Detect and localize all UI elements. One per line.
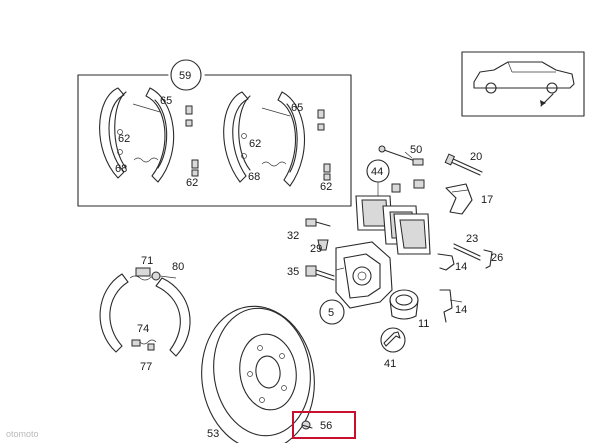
callout-68b: 68 [248, 171, 260, 183]
callout-29: 29 [310, 243, 322, 255]
callout-11: 11 [418, 318, 429, 330]
brake-disc [201, 305, 315, 443]
callout-62a: 62 [118, 133, 130, 145]
callout-circle-5 [319, 299, 345, 325]
callout-80: 80 [172, 261, 184, 273]
callout-71: 71 [141, 255, 153, 267]
callout-26: 26 [491, 252, 503, 264]
callout-65b: 65 [291, 102, 303, 114]
vehicle-locator-inset [461, 51, 585, 117]
callout-23: 23 [466, 233, 478, 245]
callout-56: 56 [320, 420, 332, 432]
guide-pin [444, 153, 483, 176]
callout-32: 32 [287, 230, 299, 242]
brake-caliper [319, 241, 393, 325]
highlight-box-part-56 [292, 411, 356, 439]
caliper-piston [389, 289, 419, 320]
parking-brake-shoes [99, 267, 191, 357]
brake-shoe-pair-left [99, 87, 199, 183]
callout-20: 20 [470, 151, 482, 163]
anti-rattle-spring [445, 183, 473, 215]
callout-44: 44 [371, 166, 383, 178]
brake-pads [355, 179, 431, 255]
callout-77: 77 [140, 361, 152, 373]
callout-62c: 62 [249, 138, 261, 150]
callout-65a: 65 [160, 95, 172, 107]
caliper-bolt [305, 265, 335, 281]
callout-5: 5 [328, 307, 334, 319]
watermark: otomoto [6, 429, 39, 439]
callout-62d: 62 [320, 181, 332, 193]
callout-68a: 68 [115, 163, 127, 175]
callout-14b: 14 [455, 304, 467, 316]
callout-62b: 62 [186, 177, 198, 189]
callout-74: 74 [137, 323, 149, 335]
disc-retaining-screw [301, 420, 313, 430]
retaining-clips [437, 243, 493, 323]
tool-callout [380, 327, 406, 353]
callout-59: 59 [179, 70, 191, 82]
callout-35: 35 [287, 266, 299, 278]
callout-53: 53 [207, 428, 219, 440]
callout-14a: 14 [455, 261, 467, 273]
callout-17: 17 [481, 194, 493, 206]
brake-shoe-pair-right [223, 91, 331, 187]
brake-shoe-kit-box [77, 59, 352, 207]
callout-50: 50 [410, 144, 422, 156]
callout-41: 41 [384, 358, 396, 370]
pad-wear-sensor [378, 145, 424, 166]
bleed-valve [305, 218, 331, 251]
callout-circle-59 [170, 59, 202, 91]
